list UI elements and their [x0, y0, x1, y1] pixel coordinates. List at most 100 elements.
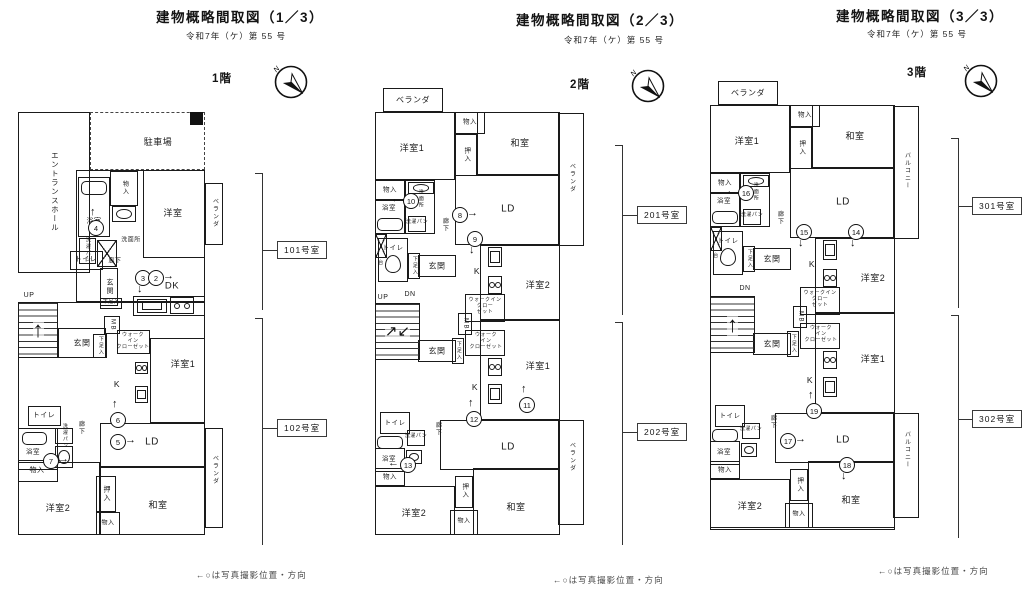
- room-label: 洗濯パン: [61, 423, 68, 449]
- bracket-line: [958, 315, 959, 538]
- room-box: [375, 468, 405, 486]
- room-label: 浴室: [26, 448, 40, 456]
- room-label: ベランダ: [568, 442, 575, 472]
- room-box: [58, 328, 106, 358]
- stove-icon: [488, 276, 502, 294]
- room-label: K: [113, 379, 121, 390]
- room-box: [787, 331, 799, 357]
- bracket-stub: [615, 145, 622, 146]
- room-box: [473, 468, 560, 535]
- case-number: 令和7年（ケ）第 55 号: [186, 31, 286, 41]
- room-label: 和室: [841, 494, 861, 505]
- kitchen-sink-icon: [137, 299, 167, 313]
- room-label: LD: [501, 203, 515, 215]
- room-label: 押入: [462, 147, 470, 163]
- camera-marker-11: 11: [519, 397, 535, 413]
- unit-label: 302号室: [972, 410, 1023, 428]
- room-label: 物入: [383, 186, 397, 194]
- room-box: [55, 428, 73, 444]
- room-label: 物入: [457, 518, 471, 525]
- camera-marker-19: 19: [806, 403, 822, 419]
- room-label: 押入: [460, 483, 468, 499]
- room-label: ベランダ: [396, 95, 430, 105]
- bracket-line: [958, 138, 959, 308]
- stairs-icon: ↗↙: [375, 303, 420, 360]
- room-box: [110, 171, 138, 206]
- room-label: トイレ: [717, 237, 739, 245]
- north-compass-icon: N: [963, 64, 998, 98]
- room-box: [893, 106, 919, 239]
- room-label: バルコニー: [903, 431, 910, 469]
- room-label: ウォーク: [474, 332, 498, 339]
- camera-direction-arrow: ↑: [112, 398, 118, 410]
- room-label: 物入: [798, 111, 812, 119]
- room-label: 洗面所: [752, 182, 759, 202]
- room-label: 物入: [383, 473, 397, 481]
- camera-marker-6: 6: [110, 412, 126, 428]
- room-box: [100, 466, 205, 535]
- camera-direction-arrow: ↑: [521, 383, 527, 395]
- room-box: [100, 298, 122, 309]
- room-label: トイレ: [384, 419, 406, 427]
- camera-direction-arrow: ←: [726, 185, 737, 197]
- room-label: 廊下: [776, 210, 783, 226]
- room-label: 洋室2: [860, 272, 886, 283]
- kitchen-sink-icon: [823, 377, 837, 397]
- room-label: 和室: [506, 501, 526, 512]
- camera-marker-5: 5: [110, 434, 126, 450]
- room-label: クロー: [811, 296, 829, 303]
- kitchen-sink-icon: [823, 240, 837, 260]
- room-label: 洋室1: [525, 360, 551, 371]
- room-label: 洗濯パン: [740, 212, 764, 219]
- washbasin-icon: [408, 182, 434, 194]
- room-label: 下足入: [97, 336, 104, 356]
- room-label: 廊下: [441, 217, 448, 233]
- room-box: [150, 338, 205, 423]
- stove-icon: [488, 358, 502, 376]
- camera-marker-10: 10: [403, 193, 419, 209]
- room-box: [742, 423, 760, 439]
- camera-marker-16: 16: [738, 185, 754, 201]
- photo-caption: ←○は写真撮影位置・方向: [553, 575, 664, 585]
- kitchen-sink-icon: [488, 384, 502, 404]
- camera-marker-7: 7: [43, 453, 59, 469]
- camera-direction-arrow: ↓: [469, 244, 475, 256]
- room-box: [743, 209, 761, 225]
- room-label: ゼット: [476, 309, 494, 316]
- kitchen-sink-icon: [135, 386, 148, 403]
- room-box: [90, 112, 205, 170]
- room-label: K: [471, 382, 479, 393]
- room-label: ゼット: [811, 302, 829, 309]
- camera-marker-14: 14: [848, 224, 864, 240]
- camera-direction-arrow: →: [125, 434, 136, 446]
- room-label: ウォークイン: [803, 290, 837, 297]
- room-box: [480, 320, 560, 420]
- bracket-stub: [615, 322, 622, 323]
- room-label: 洗面所: [417, 189, 424, 209]
- room-box: [715, 405, 745, 427]
- floor-label: 1階: [212, 73, 232, 85]
- room-label: ベランダ: [731, 88, 765, 98]
- room-label: 洗濯パン: [739, 426, 763, 433]
- room-box: [143, 170, 205, 258]
- room-box: [812, 105, 895, 168]
- room-label: 洋室2: [401, 507, 427, 518]
- floor-label: 3階: [907, 67, 927, 79]
- room-box: [753, 248, 791, 270]
- room-box: [558, 420, 584, 525]
- room-label: トイレ: [719, 412, 741, 420]
- room-box: [790, 105, 820, 127]
- room-label: 駐車場: [143, 136, 173, 147]
- case-number: 令和7年（ケ）第 55 号: [867, 29, 967, 39]
- room-label: MB: [462, 318, 469, 330]
- room-label: イン: [480, 338, 492, 345]
- page-title: 建物概略間取図（3／3）: [835, 9, 1005, 24]
- room-label: 物入: [718, 179, 732, 187]
- camera-marker-15: 15: [796, 224, 812, 240]
- camera-marker-2: 2: [148, 270, 164, 286]
- room-box: [465, 330, 505, 356]
- bracket-line: [262, 173, 263, 310]
- room-box: [18, 462, 100, 535]
- room-label: 物入: [29, 466, 45, 474]
- room-label: クローゼット: [116, 344, 150, 351]
